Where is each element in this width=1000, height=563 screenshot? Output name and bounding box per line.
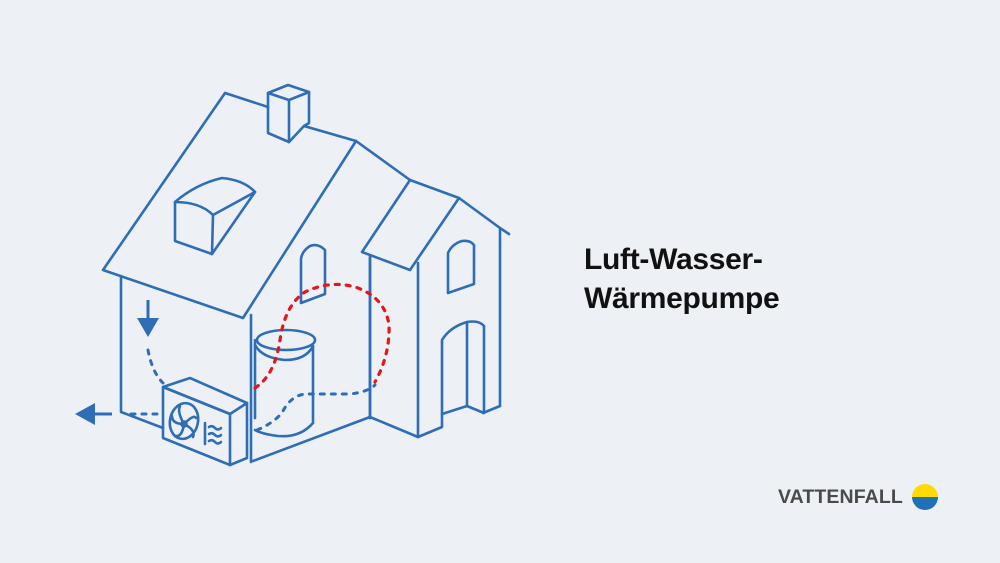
vattenfall-logo: VATTENFALL <box>778 484 938 510</box>
cold-loop <box>255 383 377 432</box>
hot-water-loop <box>253 282 391 390</box>
outdoor-heat-pump-unit-icon <box>161 376 249 467</box>
dormer-window-icon <box>173 176 257 256</box>
fan-icon <box>168 401 200 441</box>
air-waves-icon <box>203 421 223 446</box>
air-exhaust-arrow-icon <box>75 403 112 425</box>
title-line-1: Luft-Wasser- <box>584 243 763 276</box>
air-intake-arrow-icon <box>137 300 159 337</box>
air-intake-flow <box>146 348 165 385</box>
water-storage-tank-icon <box>253 328 317 438</box>
tower-building-icon <box>360 178 511 439</box>
vattenfall-sun-icon <box>911 484 938 510</box>
brand-name: VATTENFALL <box>778 485 903 508</box>
page-title: Luft-Wasser- Wärmepumpe <box>584 240 780 318</box>
chimney-icon <box>266 83 311 144</box>
title-line-2: Wärmepumpe <box>584 282 780 315</box>
